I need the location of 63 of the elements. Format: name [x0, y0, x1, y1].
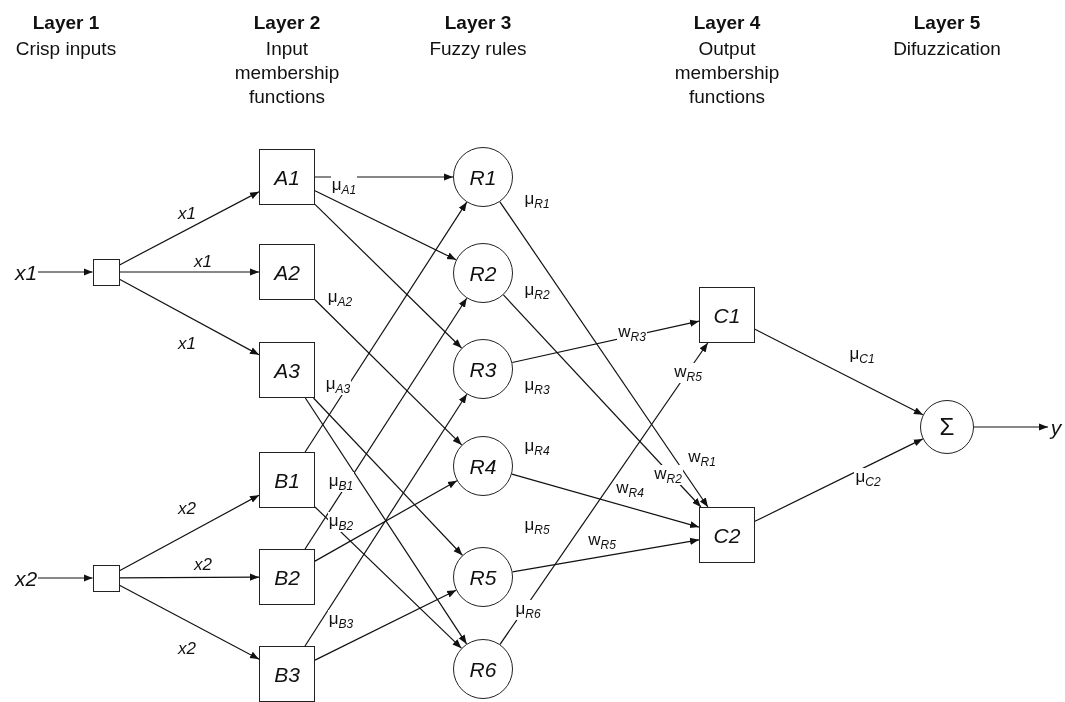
membership-box: A2 [259, 244, 315, 300]
arrow [502, 294, 702, 508]
arrow [118, 268, 260, 276]
arrow [314, 203, 463, 349]
arrow [118, 584, 260, 660]
layer-title: Layer 2 [252, 11, 322, 35]
edge-label: x2 [177, 499, 197, 517]
input-label: y [1048, 415, 1064, 439]
layer-title: Layer 5 [912, 11, 982, 35]
layer-title: Layer 3 [443, 11, 513, 35]
arrow [314, 190, 457, 261]
arrow [973, 423, 1049, 431]
membership-box: B2 [259, 549, 315, 605]
arrow [499, 342, 709, 645]
arrow [511, 473, 700, 529]
arrow [118, 278, 260, 356]
membership-label: μ$_{R6}$ [514, 599, 542, 621]
membership-label: μ$_{B1}$ [327, 471, 355, 493]
arrow [304, 201, 468, 453]
layer-title: Layer 1 [31, 11, 101, 35]
edge-label: x2 [193, 555, 213, 573]
input-node [92, 564, 120, 592]
arrow [754, 438, 924, 522]
arrow [754, 328, 924, 416]
edge-label: x1 [177, 204, 197, 222]
arrow [499, 201, 709, 508]
edge-label: x1 [177, 334, 197, 352]
arrow [37, 268, 94, 276]
arrow [118, 573, 260, 581]
membership-box: A3 [259, 342, 315, 398]
layer-subtitle: Crisp inputs [14, 37, 118, 61]
input-label: x1 [14, 260, 38, 284]
membership-label: μ$_{A1}$ [330, 175, 358, 197]
arrow [314, 506, 462, 649]
membership-box: C2 [699, 507, 755, 563]
membership-box: C1 [699, 287, 755, 343]
edge-label: μ$_{C2}$ [854, 467, 882, 489]
layer-title: Layer 4 [692, 11, 762, 35]
arrow [511, 537, 700, 573]
input-label: x2 [14, 566, 38, 590]
arrow [314, 299, 463, 446]
edge-label: w$_{R2}$ [653, 464, 683, 486]
membership-box: A1 [259, 149, 315, 205]
arrow [312, 397, 463, 556]
arrow [314, 480, 458, 562]
arrow [304, 297, 468, 550]
membership-label: μ$_{B2}$ [327, 511, 355, 533]
layer-subtitle: Input membership functions [233, 37, 341, 109]
arrow [118, 494, 260, 572]
input-node [92, 258, 120, 286]
arrow [37, 574, 94, 582]
arrow [314, 589, 457, 661]
edge-label: x1 [193, 252, 213, 270]
layer-subtitle: Fuzzy rules [428, 37, 528, 61]
arrow [118, 191, 260, 266]
edge-label: x2 [177, 639, 197, 657]
membership-label: μ$_{B3}$ [327, 609, 355, 631]
membership-box: B1 [259, 452, 315, 508]
layer-subtitle: Output membership functions [673, 37, 781, 109]
membership-box: B3 [259, 646, 315, 702]
layer-subtitle: Difuzzication [892, 37, 1002, 61]
edge-label: w$_{R5}$ [673, 362, 703, 384]
sum-node: Σ [920, 400, 974, 454]
